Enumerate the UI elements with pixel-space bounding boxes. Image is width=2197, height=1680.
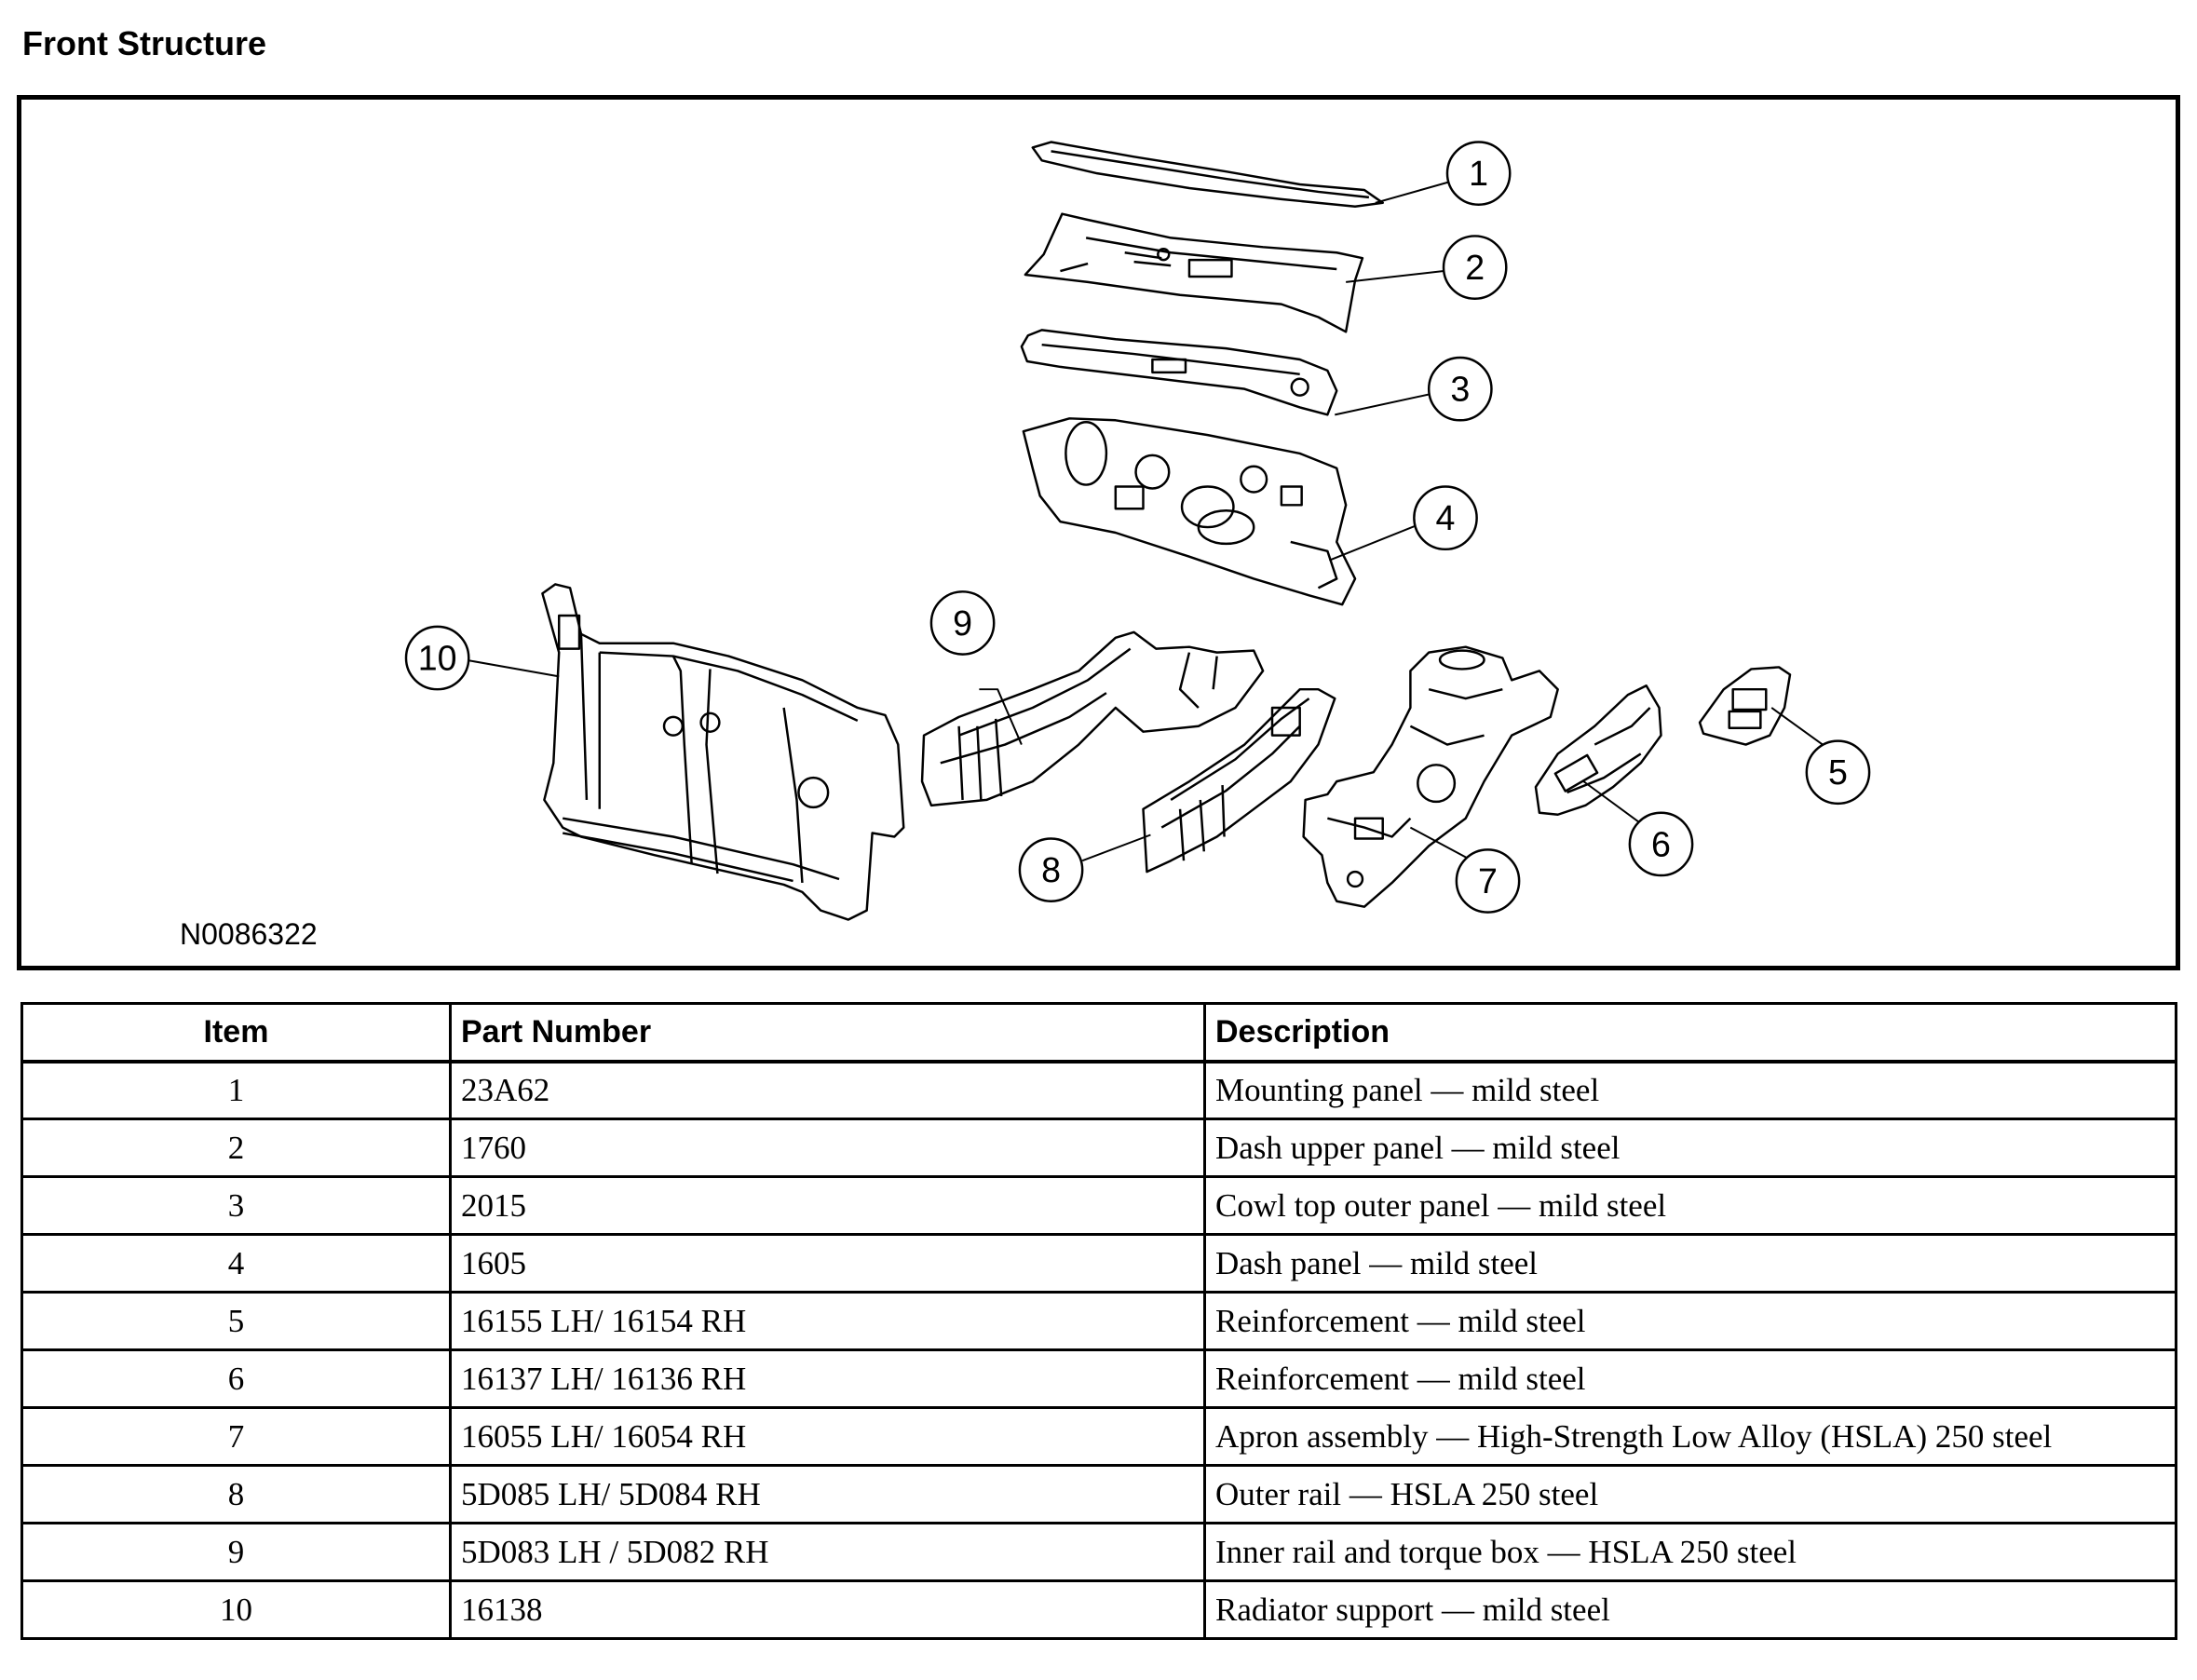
cell-part-number: 16155 LH/ 16154 RH: [449, 1291, 1206, 1351]
part-7-apron-assembly: [1302, 645, 1559, 908]
cell-item: 10: [20, 1579, 452, 1640]
table-row: 10 16138 Radiator support — mild steel: [20, 1579, 2177, 1640]
cell-item: 3: [20, 1175, 452, 1236]
table-header-row: Item Part Number Description: [20, 1002, 2177, 1064]
cell-description: Dash panel — mild steel: [1203, 1233, 2177, 1294]
cell-part-number: 16137 LH/ 16136 RH: [449, 1348, 1206, 1409]
cell-description: Cowl top outer panel — mild steel: [1203, 1175, 2177, 1236]
callout-circle-8: [1018, 837, 1084, 902]
header-part-number: Part Number: [449, 1002, 1206, 1064]
callout-label-2: 2: [1465, 248, 1485, 287]
part-9-inner-rail: [920, 630, 1265, 807]
cell-item: 6: [20, 1348, 452, 1409]
cell-part-number: 16055 LH/ 16054 RH: [449, 1406, 1206, 1467]
callout-label-10: 10: [418, 638, 457, 677]
callout-circle-1: [1445, 141, 1512, 207]
callout-label-4: 4: [1436, 498, 1456, 537]
callout-circle-7: [1455, 848, 1521, 914]
cell-description: Reinforcement — mild steel: [1203, 1291, 2177, 1351]
cell-item: 9: [20, 1522, 452, 1582]
table-row: 2 1760 Dash upper panel — mild steel: [20, 1118, 2177, 1178]
callout-label-5: 5: [1828, 752, 1848, 792]
cell-item: 8: [20, 1464, 452, 1524]
callout-circle-5: [1805, 739, 1871, 806]
part-1-mounting-panel: [1031, 141, 1384, 209]
callout-leader-lines: [465, 174, 1839, 869]
cell-part-number: 16138: [449, 1579, 1206, 1640]
part-5-reinforcement: [1698, 666, 1792, 746]
table-row: 3 2015 Cowl top outer panel — mild steel: [20, 1175, 2177, 1236]
part-3-cowl-top-outer: [1020, 329, 1338, 416]
callout-label-8: 8: [1041, 850, 1061, 889]
cell-part-number: 1605: [449, 1233, 1206, 1294]
header-description: Description: [1203, 1002, 2177, 1064]
callout-label-1: 1: [1469, 154, 1488, 193]
callout-circle-4: [1413, 485, 1478, 551]
cell-item: 5: [20, 1291, 452, 1351]
cell-description: Apron assembly — High-Strength Low Alloy…: [1203, 1406, 2177, 1467]
part-10-radiator-support: [541, 583, 905, 921]
cell-part-number: 2015: [449, 1175, 1206, 1236]
callout-circle-10: [404, 625, 470, 691]
table-row: 6 16137 LH/ 16136 RH Reinforcement — mil…: [20, 1348, 2177, 1409]
cell-part-number: 5D083 LH / 5D082 RH: [449, 1522, 1206, 1582]
table-row: 7 16055 LH/ 16054 RH Apron assembly — Hi…: [20, 1406, 2177, 1467]
cell-description: Inner rail and torque box — HSLA 250 ste…: [1203, 1522, 2177, 1582]
cell-item: 7: [20, 1406, 452, 1467]
front-structure-drawing: 1 2 3 4 5 6 7 8 9 10: [404, 141, 1871, 921]
callout-label-7: 7: [1478, 861, 1498, 901]
header-item: Item: [20, 1002, 452, 1064]
parts-table: Item Part Number Description 1 23A62 Mou…: [20, 1002, 2177, 1640]
exploded-view-figure: 1 2 3 4 5 6 7 8 9 10 N0086322: [17, 95, 2180, 970]
callout-label-3: 3: [1450, 370, 1470, 409]
table-row: 9 5D083 LH / 5D082 RH Inner rail and tor…: [20, 1522, 2177, 1582]
cell-description: Outer rail — HSLA 250 steel: [1203, 1464, 2177, 1524]
callout-circle-2: [1442, 235, 1508, 300]
part-8-outer-rail: [1142, 687, 1336, 874]
callout-label-6: 6: [1651, 824, 1671, 863]
callout-circle-9: [929, 590, 996, 656]
table-row: 4 1605 Dash panel — mild steel: [20, 1233, 2177, 1294]
callout-label-9: 9: [953, 603, 972, 643]
cell-item: 1: [20, 1060, 452, 1120]
cell-item: 2: [20, 1118, 452, 1178]
page-title: Front Structure: [22, 24, 267, 62]
part-6-reinforcement: [1534, 684, 1662, 816]
cell-description: Dash upper panel — mild steel: [1203, 1118, 2177, 1178]
figure-id: N0086322: [180, 917, 318, 951]
cell-part-number: 1760: [449, 1118, 1206, 1178]
cell-part-number: 23A62: [449, 1060, 1206, 1120]
cell-description: Radiator support — mild steel: [1203, 1579, 2177, 1640]
part-4-dash-panel: [1022, 417, 1357, 606]
cell-item: 4: [20, 1233, 452, 1294]
cell-description: Mounting panel — mild steel: [1203, 1060, 2177, 1120]
callout-circle-3: [1427, 356, 1493, 422]
cell-description: Reinforcement — mild steel: [1203, 1348, 2177, 1409]
callout-circle-6: [1628, 811, 1694, 877]
table-row: 1 23A62 Mounting panel — mild steel: [20, 1060, 2177, 1120]
table-row: 8 5D085 LH/ 5D084 RH Outer rail — HSLA 2…: [20, 1464, 2177, 1524]
table-row: 5 16155 LH/ 16154 RH Reinforcement — mil…: [20, 1291, 2177, 1351]
cell-part-number: 5D085 LH/ 5D084 RH: [449, 1464, 1206, 1524]
part-2-dash-upper-panel: [1024, 212, 1364, 333]
